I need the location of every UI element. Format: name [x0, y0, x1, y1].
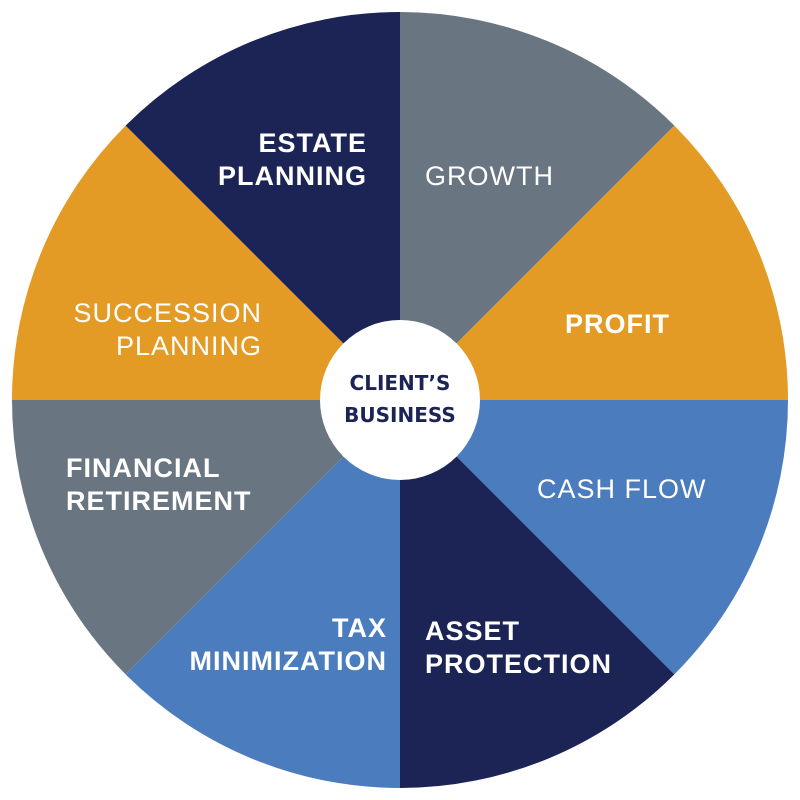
segment-label-estate-planning-line-2: PLANNING	[218, 161, 367, 191]
segment-label-profit-line-1: PROFIT	[565, 309, 670, 339]
segment-label-tax-minimization-line-1: TAX	[332, 613, 387, 643]
segment-growth	[400, 12, 675, 400]
segment-label-financial-retirement-line-2: RETIREMENT	[66, 486, 252, 516]
segment-financial-retirement	[12, 400, 400, 675]
segment-profit	[400, 125, 788, 400]
segment-label-asset-protection-line-2: PROTECTION	[425, 649, 612, 679]
segment-label-cash-flow-line-1: CASH FLOW	[537, 474, 707, 504]
segment-label-growth-line-1: GROWTH	[425, 161, 554, 191]
segment-tax-minimization	[125, 400, 400, 788]
segment-label-succession-planning-line-2: PLANNING	[116, 331, 262, 361]
segment-estate-planning	[125, 12, 400, 400]
segment-label-tax-minimization-line-2: MINIMIZATION	[190, 646, 387, 676]
segment-label-estate-planning-line-1: ESTATE	[258, 128, 367, 158]
segment-label-financial-retirement-line-1: FINANCIAL	[66, 453, 220, 483]
segment-cash-flow	[400, 400, 788, 675]
center-hub	[320, 320, 480, 480]
center-hub-line-1: CLIENT’S	[350, 371, 451, 395]
segment-asset-protection	[400, 400, 675, 788]
segment-label-succession-planning-line-1: SUCCESSION	[73, 298, 262, 328]
segment-succession-planning	[12, 125, 400, 400]
center-hub-line-2: BUSINESS	[344, 403, 456, 427]
segment-label-asset-protection-line-1: ASSET	[425, 616, 520, 646]
wheel-segments	[12, 12, 788, 788]
